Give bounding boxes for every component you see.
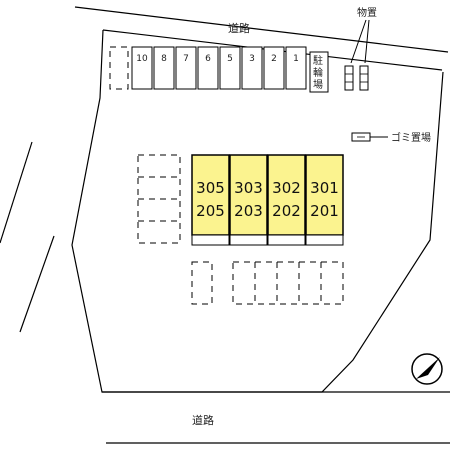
parking-slot-number: 6 bbox=[205, 54, 211, 64]
unit-number-upper: 305 bbox=[196, 179, 225, 197]
building-unit bbox=[267, 154, 306, 236]
parking-slot-3 bbox=[197, 46, 219, 90]
storage-leader-left bbox=[350, 19, 367, 64]
parking-slot-7 bbox=[285, 46, 307, 90]
unit-number-lower: 205 bbox=[196, 202, 225, 220]
unit-number-upper: 301 bbox=[310, 179, 339, 197]
building-unit bbox=[229, 154, 268, 236]
storage-leader-right bbox=[364, 19, 370, 64]
bicycle-parking: 駐 輪 場 bbox=[309, 51, 329, 93]
building-unit bbox=[191, 154, 230, 236]
parking-row-top: 10 8 7 6 5 3 2 1 bbox=[109, 46, 307, 90]
garbage-label: ゴミ置場 bbox=[391, 131, 431, 144]
parking-slot-6 bbox=[263, 46, 285, 90]
building-unit-balcony bbox=[191, 234, 230, 246]
parking-slot-1 bbox=[153, 46, 175, 90]
parking-slot-number: 8 bbox=[161, 54, 167, 64]
storage-shed-left bbox=[344, 65, 354, 91]
road-top-edge-upper bbox=[74, 6, 449, 53]
road-top-label: 道路 bbox=[228, 21, 250, 35]
parking-row-lower bbox=[191, 261, 344, 305]
parking-slot-number: 7 bbox=[183, 54, 189, 64]
parking-slot-number: 1 bbox=[293, 54, 299, 64]
left-neighbor-edge-2 bbox=[19, 235, 55, 333]
unit-number-upper: 302 bbox=[272, 179, 301, 197]
parking-slot-number: 2 bbox=[271, 54, 277, 64]
parking-slot-4 bbox=[219, 46, 241, 90]
road-bottom-label: 道路 bbox=[192, 413, 214, 427]
north-arrow-icon bbox=[411, 353, 443, 385]
parking-slot-number: 3 bbox=[249, 54, 255, 64]
building-unit-balcony bbox=[229, 234, 268, 246]
unit-number-lower: 201 bbox=[310, 202, 339, 220]
unit-number-lower: 203 bbox=[234, 202, 263, 220]
parking-slot-number: 10 bbox=[136, 54, 148, 64]
building-unit bbox=[305, 154, 344, 236]
parking-slot-5 bbox=[241, 46, 263, 90]
parking-slot-dashed bbox=[109, 46, 129, 90]
storage-sheds: 物置 bbox=[344, 6, 377, 91]
storage-label: 物置 bbox=[357, 6, 377, 19]
parking-row-lower-outline bbox=[232, 261, 344, 305]
left-neighbor-edge bbox=[0, 141, 33, 244]
storage-shed-right bbox=[359, 65, 369, 91]
parking-slot-2 bbox=[175, 46, 197, 90]
unit-number-upper: 303 bbox=[234, 179, 263, 197]
parking-slot-0 bbox=[131, 46, 153, 90]
apartment-building: 305 205 303 203 302 202 301 201 bbox=[191, 154, 344, 246]
unit-number-lower: 202 bbox=[272, 202, 301, 220]
building-unit-balcony bbox=[305, 234, 344, 246]
north-arrow-needle bbox=[416, 357, 440, 379]
bicycle-parking-char-3: 場 bbox=[313, 78, 323, 91]
parking-stack-left bbox=[137, 154, 181, 244]
bicycle-parking-char-2: 輪 bbox=[313, 66, 323, 79]
bicycle-parking-char-1: 駐 bbox=[313, 54, 323, 67]
garbage-area: ゴミ置場 bbox=[351, 131, 431, 144]
parking-slot-lower-single bbox=[191, 261, 213, 305]
building-unit-balcony bbox=[267, 234, 306, 246]
bicycle-parking-box bbox=[309, 51, 329, 93]
parking-slot-number: 5 bbox=[227, 54, 233, 64]
